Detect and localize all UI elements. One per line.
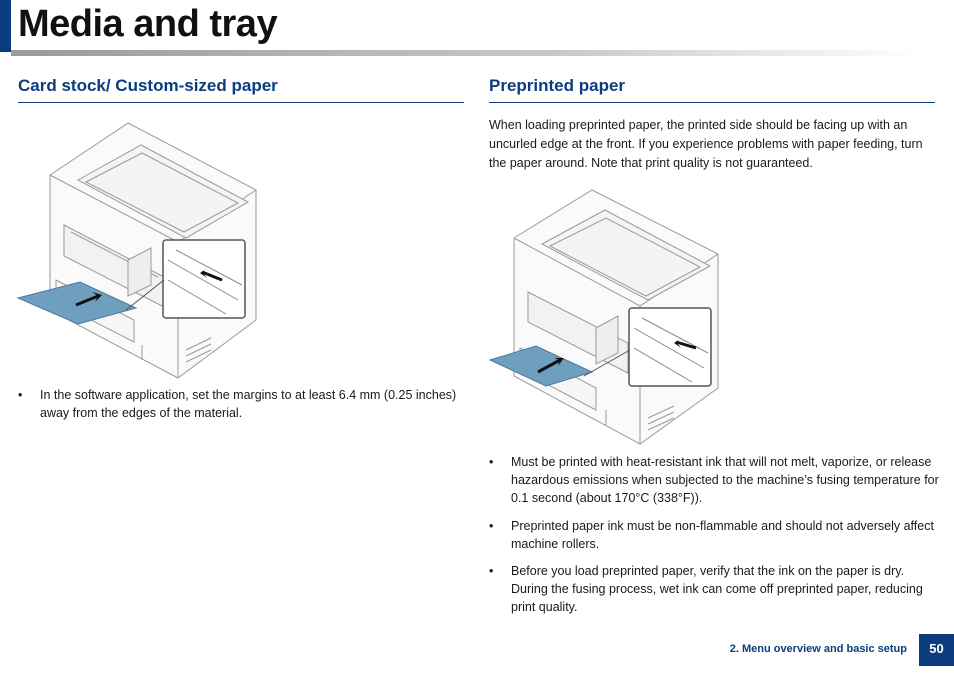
preprinted-intro-paragraph: When loading preprinted paper, the print… (489, 118, 923, 170)
preprinted-bullet-ink-flammable: • Preprinted paper ink must be non-flamm… (489, 517, 939, 553)
bullet-marker: • (18, 388, 23, 402)
bullet-text: Must be printed with heat-resistant ink … (511, 455, 939, 505)
bullet-text: Before you load preprinted paper, verify… (511, 564, 923, 614)
bullet-marker: • (489, 564, 494, 578)
bullet-text: In the software application, set the mar… (40, 388, 457, 420)
preprinted-paper-heading: Preprinted paper (489, 76, 626, 95)
right-heading-rule (489, 102, 935, 103)
preprinted-paper-loading-illustration (488, 189, 719, 445)
page-title: Media and tray (18, 3, 278, 45)
left-heading-rule (18, 102, 464, 103)
preprinted-bullet-ink-dry: • Before you load preprinted paper, veri… (489, 562, 939, 616)
title-accent-bar (0, 0, 11, 52)
title-divider (11, 50, 921, 56)
bullet-marker: • (489, 455, 494, 469)
card-stock-heading: Card stock/ Custom-sized paper (18, 76, 278, 95)
card-stock-bullet: • In the software application, set the m… (18, 386, 464, 422)
footer-chapter-label: 2. Menu overview and basic setup (729, 643, 907, 655)
card-stock-loading-illustration (16, 122, 257, 379)
page-number-badge: 50 (919, 634, 954, 666)
bullet-text: Preprinted paper ink must be non-flammab… (511, 519, 934, 551)
bullet-marker: • (489, 519, 494, 533)
preprinted-bullet-ink-heat: • Must be printed with heat-resistant in… (489, 453, 939, 507)
